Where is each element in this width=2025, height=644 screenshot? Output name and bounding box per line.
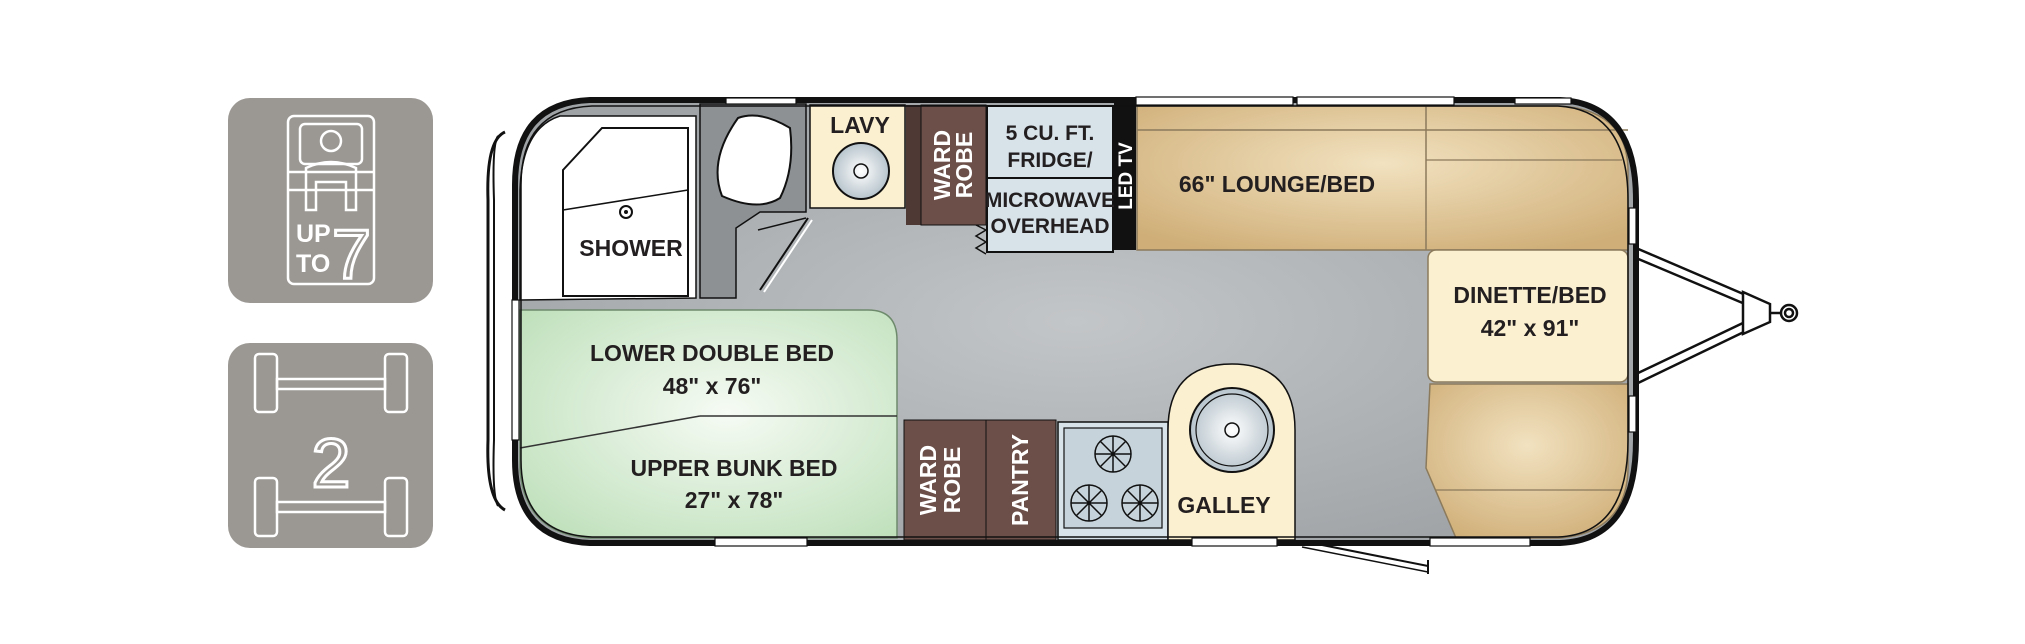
- wardrobe-top-label-1: WARD: [929, 130, 955, 200]
- galley-label: GALLEY: [1177, 492, 1270, 518]
- upper-bed-label-2: 27" x 78": [685, 487, 784, 513]
- axle-icon: [253, 352, 409, 538]
- fridge-label-1: 5 CU. FT.: [1006, 122, 1095, 145]
- sleeps-badge: UP TO 7: [228, 98, 433, 303]
- axles-badge: 2: [228, 343, 433, 548]
- lavy-label: LAVY: [830, 112, 890, 138]
- dinette-seat: [1425, 383, 1629, 539]
- galley: GALLEY: [1167, 363, 1296, 541]
- sleeps-number: 7: [332, 215, 371, 293]
- dinette-label-2: 42" x 91": [1481, 315, 1580, 341]
- dinette-label-1: DINETTE/BED: [1453, 282, 1606, 308]
- bed-person-icon: [286, 114, 376, 286]
- wardrobe-bottom-label-1: WARD: [915, 445, 941, 515]
- lower-bed-label-2: 48" x 76": [663, 373, 762, 399]
- axle-count: 2: [312, 424, 351, 502]
- shower-label: SHOWER: [579, 235, 683, 261]
- lavy: LAVY: [809, 104, 906, 209]
- lounge-label: 66" LOUNGE/BED: [1179, 171, 1375, 197]
- dinette: DINETTE/BED 42" x 91": [1427, 249, 1629, 383]
- lower-bed-label-1: LOWER DOUBLE BED: [590, 340, 834, 366]
- stove: [1057, 421, 1169, 541]
- wardrobe-bottom-label-2: ROBE: [939, 447, 965, 513]
- led-tv-label: LED TV: [1116, 142, 1137, 210]
- wardrobe-top-label-2: ROBE: [951, 132, 977, 198]
- shower: SHOWER: [519, 115, 697, 301]
- windows: [511, 96, 1637, 547]
- sleeps-up-text: UP: [296, 220, 331, 248]
- microwave-label-1: MICROWAVE: [985, 189, 1115, 212]
- bunk-beds: LOWER DOUBLE BED 48" x 76" UPPER BUNK BE…: [519, 309, 898, 539]
- led-tv: LED TV: [1114, 100, 1137, 250]
- sleeps-to-text: TO: [296, 250, 330, 278]
- wardrobe-top: WARD ROBE: [906, 104, 987, 226]
- wardrobe-bottom: WARD ROBE: [903, 419, 987, 541]
- hitch: [1635, 246, 1799, 386]
- fridge-label-2: FRIDGE/: [1007, 149, 1092, 172]
- upper-bed-label-1: UPPER BUNK BED: [630, 455, 837, 481]
- pantry-label: PANTRY: [1007, 434, 1033, 526]
- pantry: PANTRY: [985, 419, 1057, 541]
- microwave-label-2: OVERHEAD: [990, 215, 1109, 238]
- fridge-microwave: 5 CU. FT. FRIDGE/ MICROWAVE OVERHEAD: [985, 105, 1115, 253]
- entry-door: [1301, 540, 1429, 574]
- lounge: 66" LOUNGE/BED: [1136, 105, 1629, 251]
- toilet: [699, 103, 807, 299]
- rear-bumper: [486, 130, 506, 512]
